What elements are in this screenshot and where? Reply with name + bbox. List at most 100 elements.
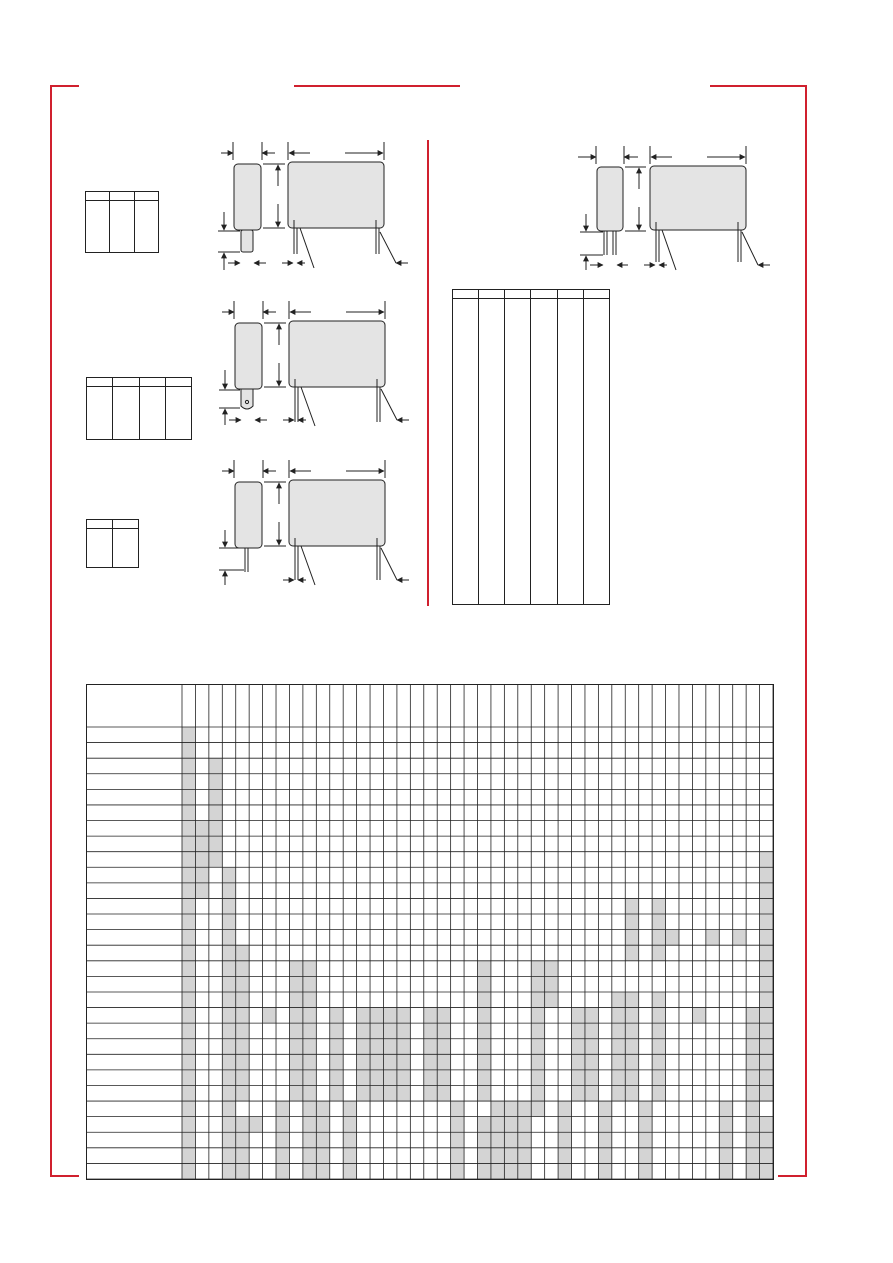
matrix-shaded-cell [182,1007,196,1024]
matrix-shaded-cell [746,1007,760,1024]
matrix-shaded-cell [423,1054,438,1070]
matrix-shaded-cell [625,945,639,961]
matrix-shaded-cell [625,914,639,930]
matrix-shaded-cell [746,1069,760,1086]
matrix-shaded-cell [235,960,250,977]
matrix-shaded-cell [182,1085,196,1102]
matrix-shaded-cell [652,1085,666,1102]
matrix-shaded-cell [477,1163,491,1179]
matrix-shaded-cell [625,1038,639,1055]
matrix-shaded-cell [477,1054,491,1070]
matrix-shaded-cell [396,1038,411,1055]
matrix-shaded-cell [235,1023,250,1039]
matrix-shaded-cell [182,1069,196,1086]
matrix-shaded-cell [665,929,679,946]
matrix-shaded-cell [289,1054,303,1070]
matrix-shaded-cell [625,929,639,946]
matrix-shaded-cell [276,1132,290,1148]
matrix-shaded-cell [517,1101,532,1117]
matrix-shaded-cell [759,991,773,1008]
matrix-shaded-cell [423,1038,438,1055]
matrix-shaded-cell [517,1116,532,1133]
matrix-shaded-cell [182,976,196,992]
matrix-shaded-cell [208,758,223,774]
matrix-shaded-cell [343,1163,357,1179]
matrix-shaded-cell [276,1163,290,1179]
matrix-shaded-cell [531,960,545,977]
matrix-shaded-cell [477,1085,491,1102]
dimension-table-2 [85,377,193,440]
matrix-shaded-cell [652,1038,666,1055]
matrix-shaded-cell [182,945,196,961]
matrix-shaded-cell [235,1132,250,1148]
matrix-shaded-cell [316,1147,330,1164]
matrix-shaded-cell [182,960,196,977]
matrix-shaded-cell [598,1116,612,1133]
matrix-shaded-cell [343,1101,357,1117]
matrix-shaded-cell [558,1116,572,1133]
matrix-shaded-cell [370,1023,384,1039]
matrix-shaded-cell [289,1069,303,1086]
matrix-shaded-cell [598,1132,612,1148]
matrix-shaded-cell [222,1023,236,1039]
matrix-shaded-cell [477,1007,491,1024]
matrix-shaded-cell [302,1069,317,1086]
matrix-shaded-cell [558,1101,572,1117]
matrix-shaded-cell [558,1163,572,1179]
matrix-shaded-cell [302,960,317,977]
matrix-shaded-cell [208,773,223,790]
matrix-shaded-cell [222,1085,236,1102]
drawing-type-a [218,142,408,270]
matrix-shaded-cell [477,1147,491,1164]
matrix-shaded-cell [477,976,491,992]
matrix-shaded-cell [571,1069,585,1086]
matrix-shaded-cell [746,1147,760,1164]
matrix-shaded-cell [182,727,196,743]
matrix-shaded-cell [705,929,720,946]
matrix-shaded-cell [222,1054,236,1070]
matrix-shaded-cell [383,1023,397,1039]
matrix-shaded-cell [611,1038,626,1055]
matrix-shaded-cell [235,1069,250,1086]
matrix-shaded-cell [208,851,223,868]
matrix-shaded-cell [477,1023,491,1039]
drawing-type-c [219,460,409,586]
matrix-shaded-cell [396,1023,411,1039]
matrix-shaded-cell [222,1069,236,1086]
matrix-shaded-cell [584,1007,599,1024]
matrix-shaded-cell [571,1054,585,1070]
matrix-shaded-cell [450,1132,465,1148]
matrix-shaded-cell [477,1116,491,1133]
matrix-shaded-cell [598,1101,612,1117]
matrix-shaded-cell [558,1132,572,1148]
matrix-shaded-cell [316,1101,330,1117]
matrix-shaded-cell [719,1116,733,1133]
matrix-shaded-cell [235,1116,250,1133]
matrix-shaded-cell [370,1085,384,1102]
matrix-shaded-cell [611,1054,626,1070]
matrix-shaded-cell [383,1069,397,1086]
matrix-shaded-cell [759,1007,773,1024]
matrix-shaded-cell [544,960,559,977]
matrix-shaded-cell [611,991,626,1008]
matrix-shaded-cell [759,914,773,930]
matrix-shaded-cell [182,929,196,946]
matrix-shaded-cell [571,1007,585,1024]
matrix-shaded-cell [370,1007,384,1024]
matrix-shaded-cell [222,1163,236,1179]
matrix-shaded-cell [302,976,317,992]
matrix-shaded-cell [759,1069,773,1086]
matrix-shaded-cell [222,945,236,961]
matrix-shaded-cell [182,882,196,899]
matrix-shaded-cell [531,991,545,1008]
matrix-shaded-cell [182,898,196,915]
matrix-shaded-cell [531,1101,545,1117]
matrix-shaded-cell [356,1054,371,1070]
matrix-shaded-cell [531,1069,545,1086]
matrix-shaded-cell [625,991,639,1008]
matrix-shaded-cell [759,1054,773,1070]
matrix-shaded-cell [531,1023,545,1039]
matrix-shaded-cell [423,1085,438,1102]
matrix-shaded-cell [531,1054,545,1070]
matrix-shaded-cell [719,1101,733,1117]
